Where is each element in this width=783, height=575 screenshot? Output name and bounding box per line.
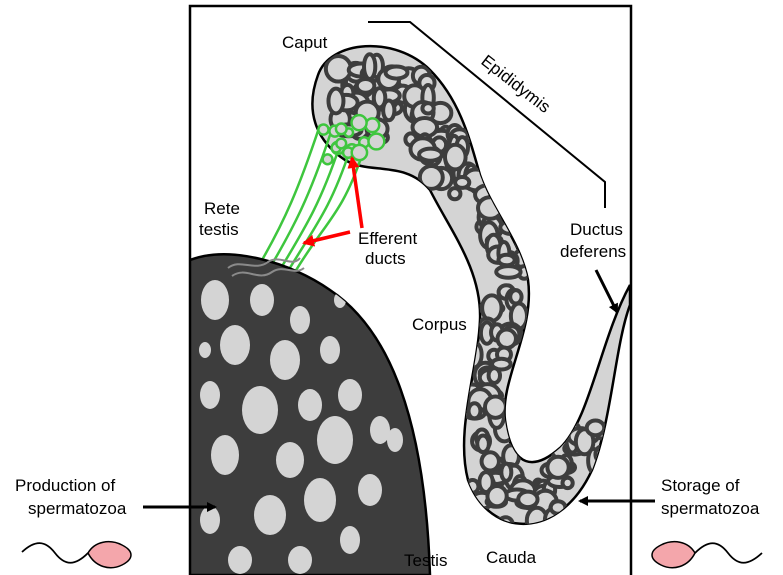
tubule xyxy=(510,290,521,303)
tubule-spot xyxy=(290,306,310,334)
tubule-spot xyxy=(340,526,360,554)
efferent-loop xyxy=(323,154,333,164)
tubule-spot xyxy=(304,478,336,522)
tubule-spot xyxy=(270,340,300,380)
tubule-spot xyxy=(200,381,220,409)
tubule xyxy=(469,403,481,418)
efferent-loop xyxy=(366,118,380,132)
tubule xyxy=(422,103,433,113)
label-ductus-2: deferens xyxy=(560,242,626,261)
efferent-loop xyxy=(352,115,367,130)
tubule-spot xyxy=(387,428,403,452)
tubule xyxy=(489,368,500,383)
tubule-spot xyxy=(242,386,278,434)
label-testis: Testis xyxy=(404,551,447,570)
tubule-spot xyxy=(320,336,340,364)
label-rete-1: Rete xyxy=(204,199,240,218)
label-caput: Caput xyxy=(282,33,328,52)
tubule xyxy=(518,492,537,507)
tubule xyxy=(487,486,506,506)
label-storage-2: spermatozoa xyxy=(661,499,760,518)
label-ductus-1: Ductus xyxy=(570,220,623,239)
tubule xyxy=(364,54,375,79)
label-efferent-2: ducts xyxy=(365,249,406,268)
tubule xyxy=(386,66,408,78)
tubule-spot xyxy=(317,416,353,464)
tubule-spot xyxy=(199,342,211,358)
tubule xyxy=(383,101,394,121)
efferent-loop xyxy=(368,134,384,150)
tubule-spot xyxy=(254,495,286,535)
tubule-spot xyxy=(211,435,239,475)
tubule-spot xyxy=(338,379,362,411)
tubule-spot xyxy=(201,280,229,320)
tubule-spot xyxy=(228,546,252,574)
efferent-loop xyxy=(352,145,367,160)
tubule xyxy=(477,436,489,453)
tubule xyxy=(587,421,605,436)
tubule-spot xyxy=(220,325,250,365)
tubule xyxy=(498,255,514,266)
tubule-spot xyxy=(276,442,304,478)
tubule xyxy=(357,79,375,93)
tubule xyxy=(455,177,469,188)
tubule xyxy=(445,145,466,170)
efferent-loop xyxy=(336,123,347,134)
tubule-spot xyxy=(250,284,274,316)
tubule xyxy=(496,266,520,278)
tubule-spot xyxy=(358,474,382,506)
label-efferent-1: Efferent xyxy=(358,229,418,248)
tubule xyxy=(498,330,516,348)
tubule-spot xyxy=(298,389,322,421)
tubule xyxy=(547,457,568,478)
sperm-icon xyxy=(22,542,131,568)
label-production-1: Production of xyxy=(15,476,115,495)
label-storage-1: Storage of xyxy=(661,476,740,495)
label-cauda: Cauda xyxy=(486,548,537,567)
tubule-spot xyxy=(200,506,220,534)
tubule xyxy=(485,397,506,418)
label-production-2: spermatozoa xyxy=(28,499,127,518)
tubule-spot xyxy=(288,546,312,574)
sperm-icon xyxy=(652,542,762,568)
efferent-loop xyxy=(318,124,328,134)
tubule xyxy=(328,89,343,114)
label-rete-2: testis xyxy=(199,220,239,239)
tubule xyxy=(501,464,511,481)
tubule xyxy=(419,149,442,161)
tubule xyxy=(449,188,460,199)
tubule-spot xyxy=(370,416,390,444)
tubule xyxy=(562,478,572,488)
efferent-loop xyxy=(336,139,346,149)
label-corpus: Corpus xyxy=(412,315,467,334)
